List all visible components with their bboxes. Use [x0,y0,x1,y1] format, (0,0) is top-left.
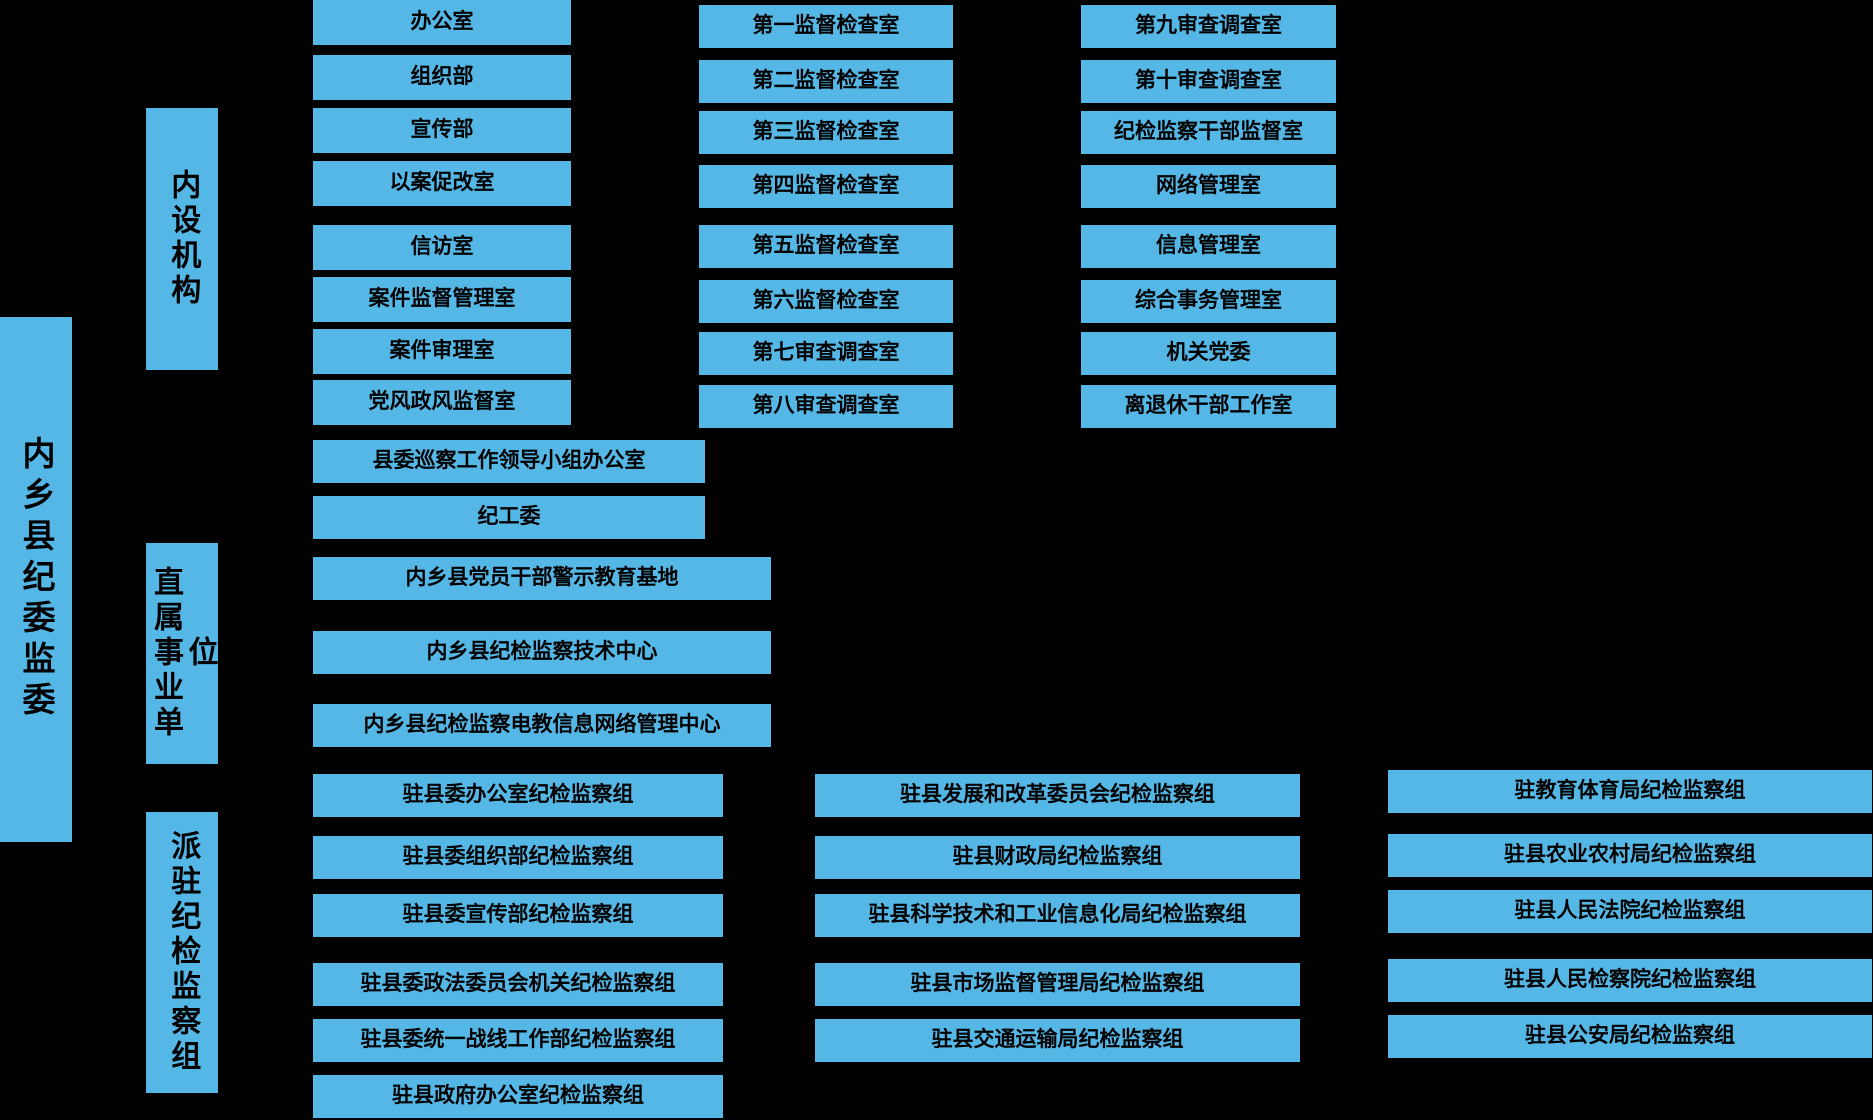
section-label-internal: 内设机构 [146,108,218,370]
org-unit-box: 纪检监察干部监督室 [1081,111,1336,154]
org-unit-box: 第十审查调查室 [1081,60,1336,103]
org-unit-box: 驻县委宣传部纪检监察组 [313,894,723,937]
org-unit-box: 驻县政府办公室纪检监察组 [313,1075,723,1118]
org-unit-box: 驻教育体育局纪检监察组 [1388,770,1872,813]
org-unit-box: 驻县公安局纪检监察组 [1388,1015,1872,1058]
org-unit-box: 离退休干部工作室 [1081,385,1336,428]
org-unit-box: 纪工委 [313,496,705,539]
org-unit-box: 第四监督检查室 [699,165,953,208]
org-unit-box: 驻县交通运输局纪检监察组 [815,1019,1300,1062]
org-unit-box: 案件监督管理室 [313,277,571,322]
org-unit-box: 综合事务管理室 [1081,280,1336,323]
root-title: 内乡县纪委监委 [0,317,72,842]
org-unit-box: 党风政风监督室 [313,380,571,425]
org-unit-box: 信访室 [313,225,571,270]
section-label-directly: 直属事业单位 [146,543,218,764]
org-unit-box: 驻县人民法院纪检监察组 [1388,890,1872,933]
org-unit-box: 内乡县纪检监察技术中心 [313,631,771,674]
org-unit-box: 第八审查调查室 [699,385,953,428]
org-unit-box: 以案促改室 [313,161,571,206]
org-unit-box: 内乡县党员干部警示教育基地 [313,557,771,600]
org-unit-box: 办公室 [313,0,571,45]
org-unit-box: 驻县委办公室纪检监察组 [313,774,723,817]
org-unit-box: 驻县发展和改革委员会纪检监察组 [815,774,1300,817]
org-unit-box: 第五监督检查室 [699,225,953,268]
org-unit-box: 驻县人民检察院纪检监察组 [1388,959,1872,1002]
org-unit-box: 机关党委 [1081,332,1336,375]
section-label-dispatched: 派驻纪检监察组 [146,812,218,1093]
org-unit-box: 第三监督检查室 [699,111,953,154]
org-unit-box: 第七审查调查室 [699,332,953,375]
org-unit-box: 宣传部 [313,108,571,153]
org-unit-box: 案件审理室 [313,329,571,374]
org-unit-box: 驻县委组织部纪检监察组 [313,836,723,879]
org-unit-box: 第二监督检查室 [699,60,953,103]
org-unit-box: 第一监督检查室 [699,5,953,48]
org-unit-box: 信息管理室 [1081,225,1336,268]
org-unit-box: 驻县市场监督管理局纪检监察组 [815,963,1300,1006]
org-unit-box: 驻县财政局纪检监察组 [815,836,1300,879]
org-unit-box: 驻县委政法委员会机关纪检监察组 [313,963,723,1006]
org-unit-box: 驻县科学技术和工业信息化局纪检监察组 [815,894,1300,937]
org-unit-box: 第九审查调查室 [1081,5,1336,48]
org-unit-box: 网络管理室 [1081,165,1336,208]
org-unit-box: 驻县委统一战线工作部纪检监察组 [313,1019,723,1062]
org-unit-box: 内乡县纪检监察电教信息网络管理中心 [313,704,771,747]
org-unit-box: 组织部 [313,55,571,100]
org-unit-box: 县委巡察工作领导小组办公室 [313,440,705,483]
org-unit-box: 第六监督检查室 [699,280,953,323]
org-unit-box: 驻县农业农村局纪检监察组 [1388,834,1872,877]
